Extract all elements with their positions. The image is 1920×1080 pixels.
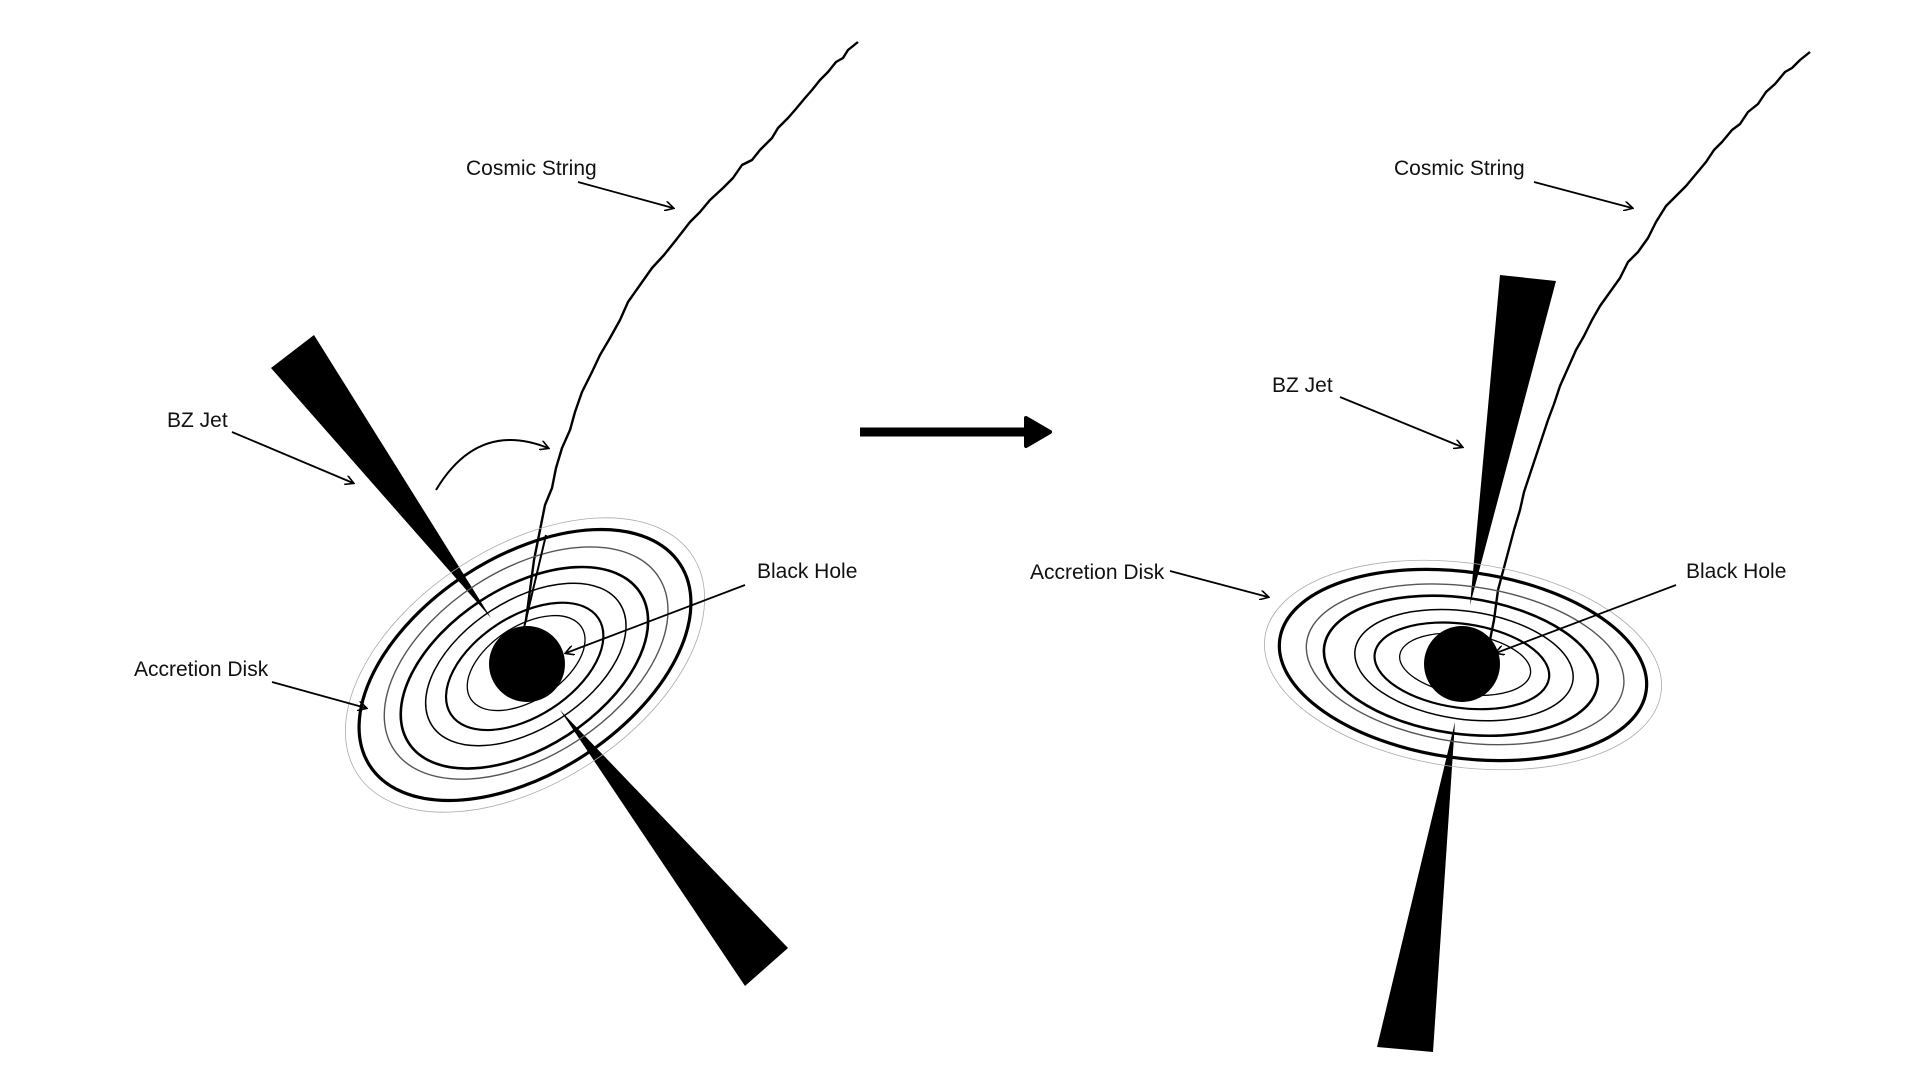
cosmic-string: [524, 41, 859, 621]
cosmic-string-leader: [1533, 181, 1632, 208]
bz-jet-leader: [231, 431, 353, 483]
black-hole-leader: [1496, 584, 1677, 653]
accretion-disk-leader: [1169, 570, 1268, 597]
cosmic-string-leader: [577, 181, 673, 208]
label-black-hole: Black Hole: [757, 560, 857, 583]
label-black-hole: Black Hole: [1686, 560, 1786, 583]
bz-jet-lower: [1377, 722, 1455, 1052]
accretion-disk: [344, 517, 706, 813]
before-panel: Cosmic String BZ Jet Accretion Disk Blac…: [134, 41, 859, 986]
label-cosmic-string: Cosmic String: [466, 157, 597, 180]
accretion-disk-leader: [271, 681, 366, 708]
label-cosmic-string: Cosmic String: [1394, 157, 1525, 180]
bz-jet-upper: [271, 335, 491, 618]
label-bz-jet: BZ Jet: [1272, 374, 1333, 397]
cosmic-string-inner: [1478, 631, 1489, 641]
label-accretion-disk: Accretion Disk: [1030, 561, 1165, 584]
label-accretion-disk: Accretion Disk: [134, 658, 269, 681]
bz-jet-upper: [1470, 275, 1556, 605]
right-arrow-icon: [860, 416, 1052, 448]
black-hole: [489, 626, 565, 702]
curved-arrow-icon: [435, 439, 548, 491]
accretion-disk: [1264, 559, 1662, 771]
cosmic-string-inner: [522, 534, 547, 633]
bz-jet-leader: [1339, 396, 1462, 447]
black-hole: [1424, 626, 1500, 702]
label-bz-jet: BZ Jet: [167, 409, 228, 432]
cosmic-string: [1486, 51, 1811, 651]
bz-jet-lower: [560, 710, 788, 986]
black-hole-leader: [566, 584, 746, 653]
after-panel: Cosmic String BZ Jet Accretion Disk Blac…: [1030, 51, 1811, 1052]
